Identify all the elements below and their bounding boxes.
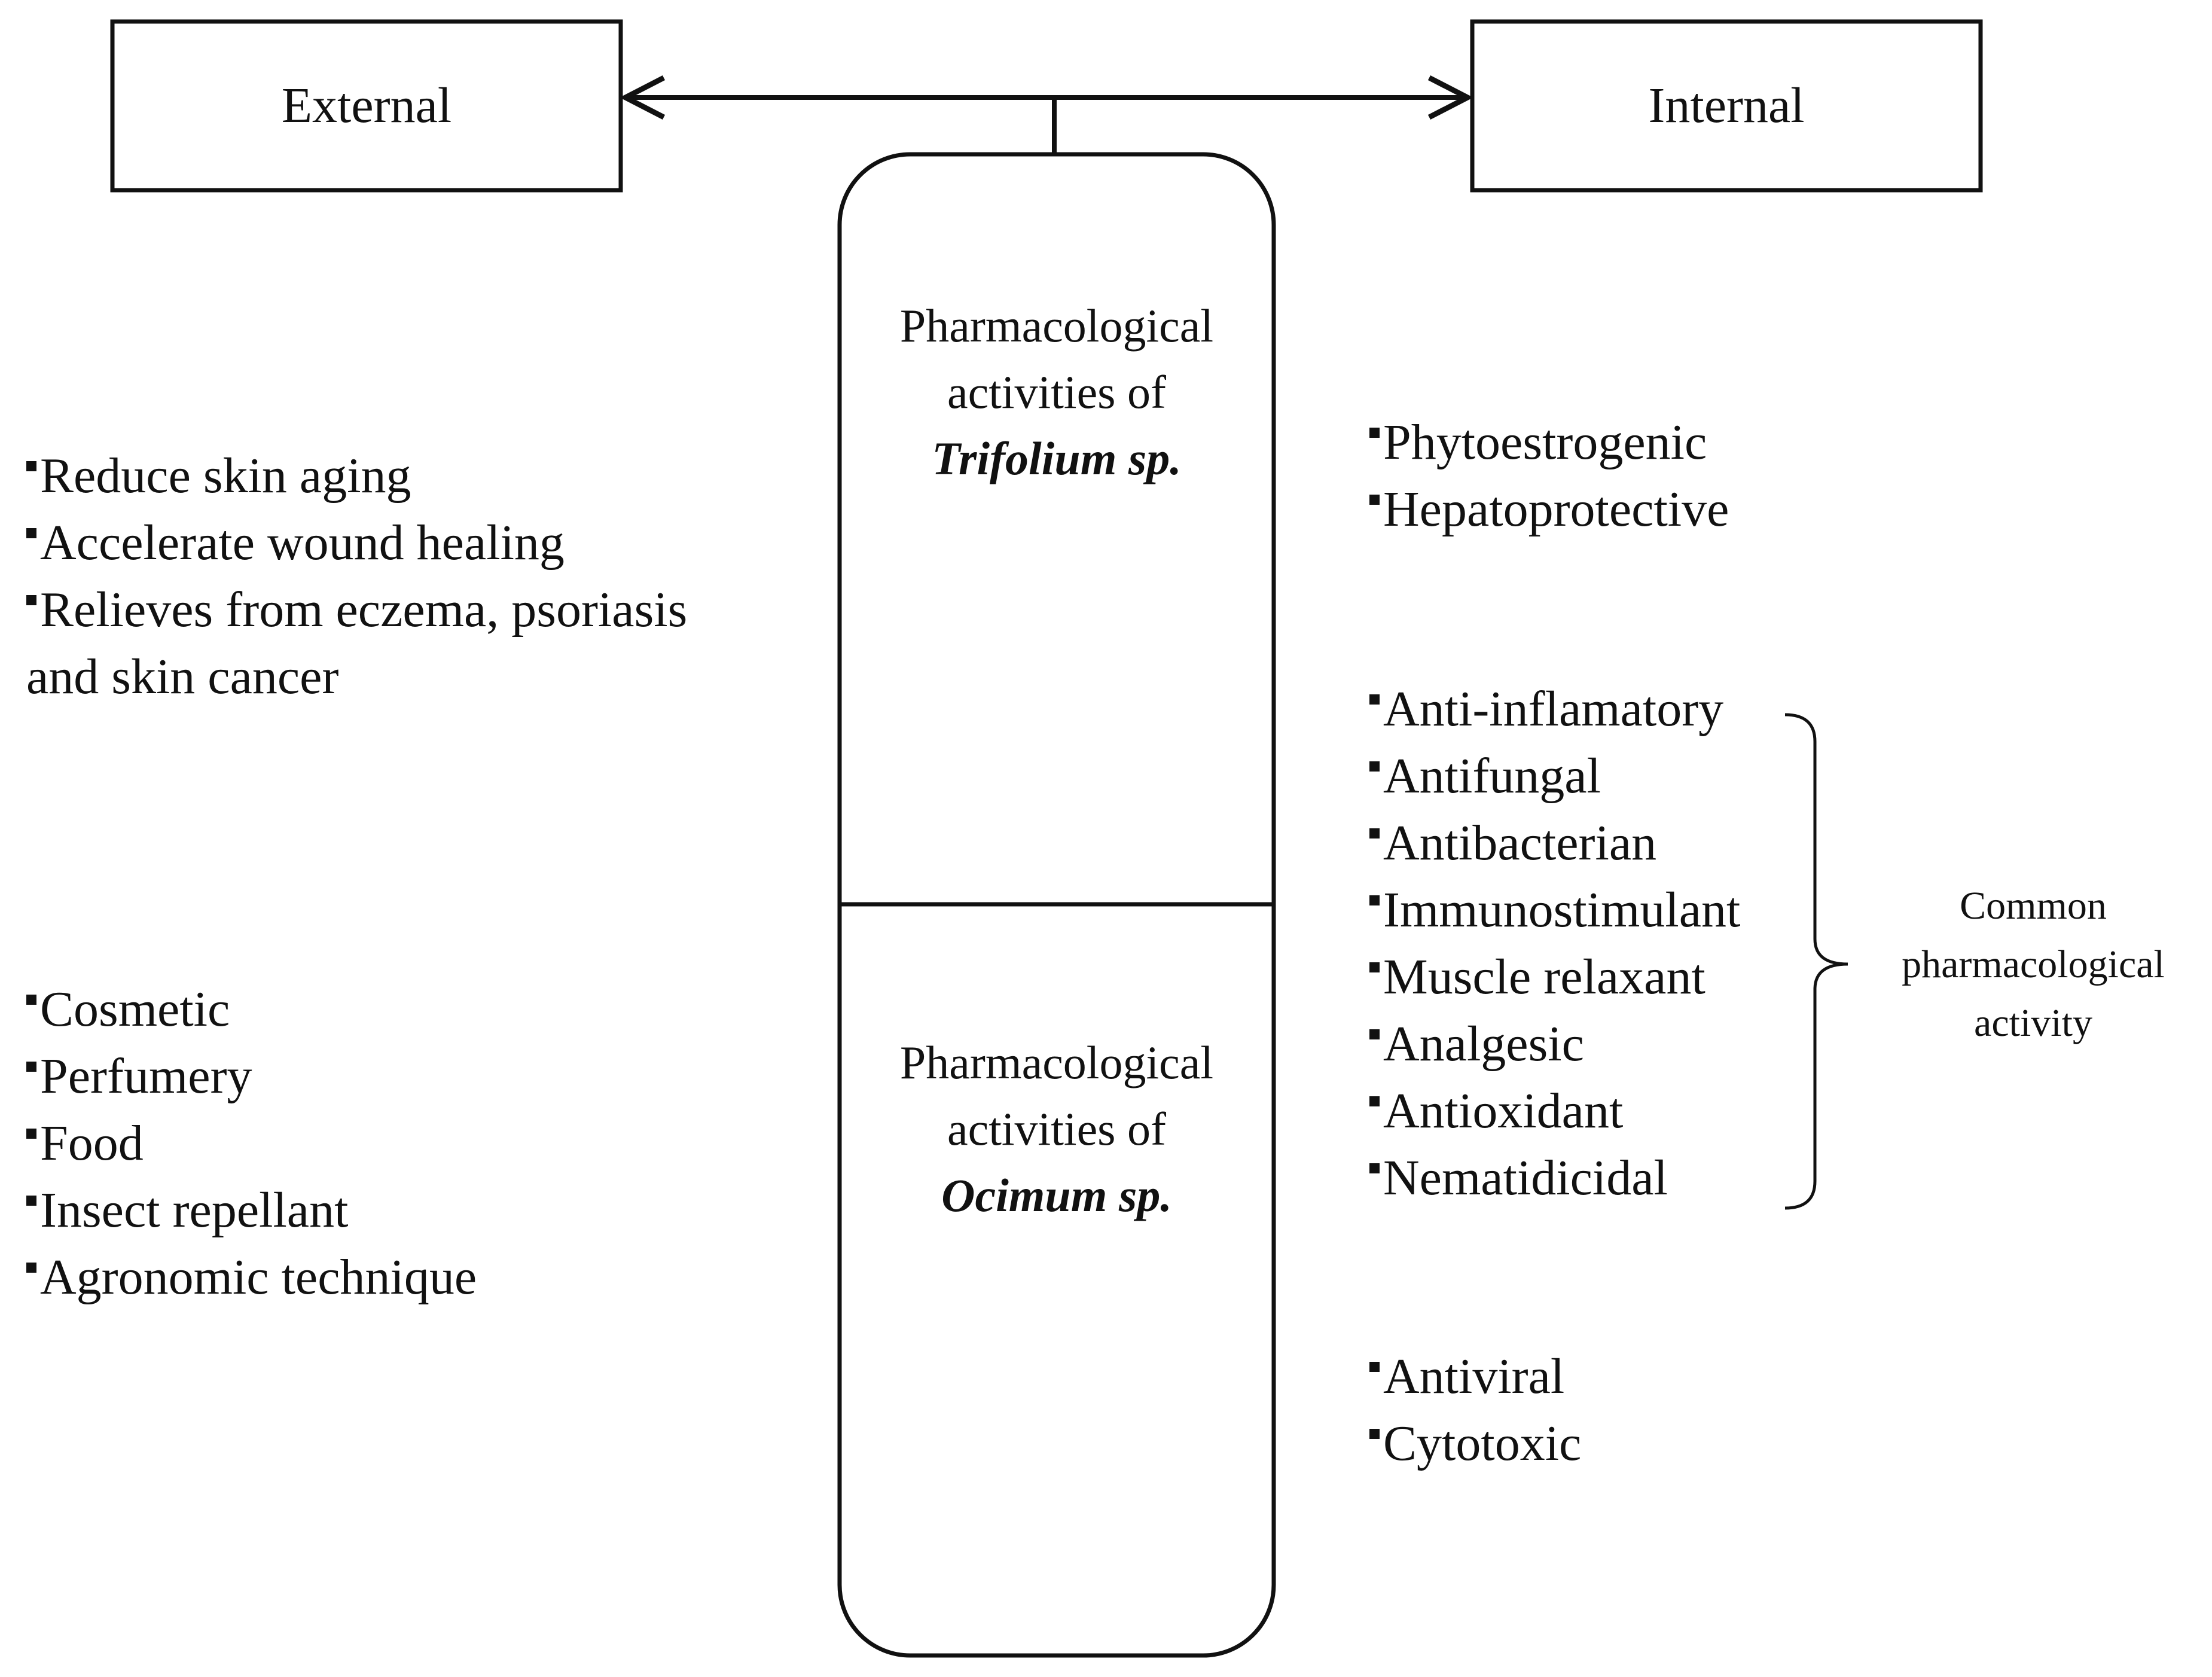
common-label-line3: activity (1974, 1001, 2092, 1045)
common-brace (1784, 713, 1848, 1210)
list-item: Agronomic technique (26, 1244, 477, 1311)
ocimum-species: Ocimum sp. (941, 1169, 1172, 1221)
common-activity-label: Common pharmacological activity (1866, 877, 2201, 1053)
common-label-line2: pharmacological (1902, 943, 2165, 986)
arrow-head-right (1427, 75, 1473, 120)
list-item: Immunostimulant (1369, 877, 1740, 944)
trifolium-title-line2: activities of (947, 365, 1167, 418)
list-item: Antifungal (1369, 743, 1740, 810)
list-item: Analgesic (1369, 1011, 1740, 1078)
list-item: Antioxidant (1369, 1078, 1740, 1145)
internal-common-list: Anti-inflamatory Antifungal Antibacteria… (1369, 676, 1740, 1212)
internal-label: Internal (1648, 78, 1805, 133)
internal-box (1470, 19, 1983, 193)
external-trifolium-list: Reduce skin aging Accelerate wound heali… (26, 443, 687, 711)
list-item: Antibacterian (1369, 810, 1740, 877)
list-item: Reduce skin aging (26, 443, 687, 510)
list-item: Cytotoxic (1369, 1410, 1581, 1477)
list-item: Hepatoprotective (1369, 476, 1729, 543)
ocimum-title-line1: Pharmacological (899, 1036, 1214, 1088)
list-item: Food (26, 1110, 477, 1177)
external-label: External (281, 78, 452, 133)
ocimum-title: Pharmacological activities of Ocimum sp. (840, 1030, 1274, 1228)
list-item: Perfumery (26, 1043, 477, 1110)
ocimum-title-line2: activities of (947, 1102, 1167, 1155)
list-item: Accelerate wound healing (26, 510, 687, 577)
list-item: Muscle relaxant (1369, 944, 1740, 1011)
list-item: Relieves from eczema, psoriasis (26, 577, 687, 644)
arrow-head-left (620, 75, 666, 120)
list-item-continuation: and skin cancer (26, 649, 339, 705)
internal-ocimum-list: Antiviral Cytotoxic (1369, 1343, 1581, 1477)
common-label-line1: Common (1960, 884, 2107, 928)
list-item: Anti-inflamatory (1369, 676, 1740, 743)
list-item: Cosmetic (26, 976, 477, 1043)
internal-trifolium-list: Phytoestrogenic Hepatoprotective (1369, 409, 1729, 543)
trifolium-species: Trifolium sp. (932, 432, 1182, 484)
trifolium-title-line1: Pharmacological (899, 300, 1214, 352)
trifolium-title: Pharmacological activities of Trifolium … (840, 293, 1274, 492)
external-ocimum-list: Cosmetic Perfumery Food Insect repellant… (26, 976, 477, 1311)
list-item: Phytoestrogenic (1369, 409, 1729, 476)
list-item: Antiviral (1369, 1343, 1581, 1410)
external-box (110, 19, 623, 193)
list-item: Nematidicidal (1369, 1145, 1740, 1212)
list-item: Insect repellant (26, 1177, 477, 1244)
